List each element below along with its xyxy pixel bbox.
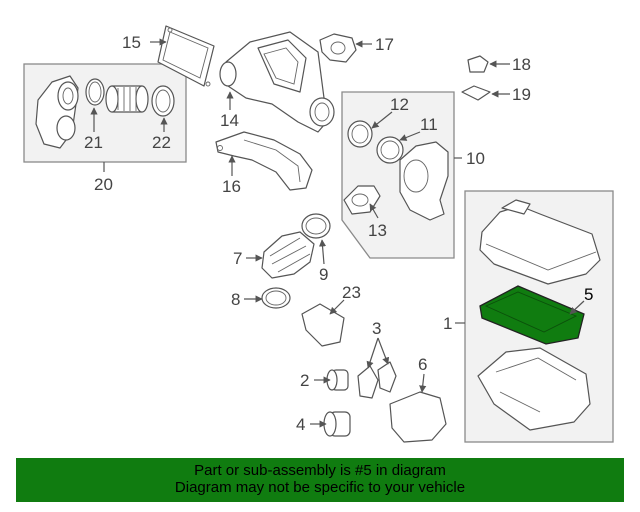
part-23-bracket (301, 303, 345, 347)
callout-5: 5 (584, 285, 593, 304)
callout-13: 13 (368, 221, 387, 240)
callout-18: 18 (512, 55, 531, 74)
banner-line-1: Part or sub-assembly is #5 in diagram (194, 462, 446, 479)
callout-11: 11 (420, 115, 438, 134)
part-3-mount-right (377, 361, 397, 393)
callout-8: 8 (231, 290, 240, 309)
leader-lines (90, 38, 585, 428)
part-19-grommet (461, 85, 491, 101)
callout-9: 9 (319, 265, 328, 284)
part-8-clamp (261, 287, 291, 309)
part-9-clamp (301, 213, 331, 239)
part-17-sensor (319, 33, 357, 63)
callout-23: 23 (342, 283, 361, 302)
callout-16: 16 (222, 177, 241, 196)
part-1-air-cleaner (477, 199, 601, 431)
part-6-duct (389, 391, 447, 443)
callout-4: 4 (296, 415, 305, 434)
part-info-banner: Part or sub-assembly is #5 in diagram Di… (16, 458, 624, 502)
callout-22: 22 (152, 133, 171, 152)
callout-12: 12 (390, 95, 409, 114)
part-10-assembly (343, 120, 449, 221)
callout-3: 3 (372, 319, 381, 338)
callout-19: 19 (512, 85, 531, 104)
part-2-insulator (326, 369, 349, 391)
callout-14: 14 (220, 111, 239, 130)
callout-20: 20 (94, 175, 113, 194)
part-3-mount-left (357, 365, 379, 399)
part-7-hose (261, 231, 315, 279)
callout-6: 6 (418, 355, 427, 374)
callout-15: 15 (122, 33, 141, 52)
callout-labels: 15 17 18 19 14 21 22 20 12 11 10 16 13 7… (84, 33, 593, 434)
part-14-intake-duct (219, 31, 335, 133)
part-18-clip (467, 55, 489, 73)
callout-7: 7 (233, 249, 242, 268)
callout-17: 17 (375, 35, 394, 54)
part-15-gasket (157, 25, 215, 87)
part-4-insulator (323, 411, 351, 437)
callout-2: 2 (300, 371, 309, 390)
callout-1: 1 (443, 314, 452, 333)
banner-line-2: Diagram may not be specific to your vehi… (174, 479, 466, 496)
part-20-assembly (35, 75, 175, 149)
part-5-air-filter (479, 285, 585, 345)
parts-diagram: 15 17 18 19 14 21 22 20 12 11 10 16 13 7… (23, 25, 614, 443)
callout-21: 21 (84, 133, 103, 152)
callout-10: 10 (466, 149, 485, 168)
